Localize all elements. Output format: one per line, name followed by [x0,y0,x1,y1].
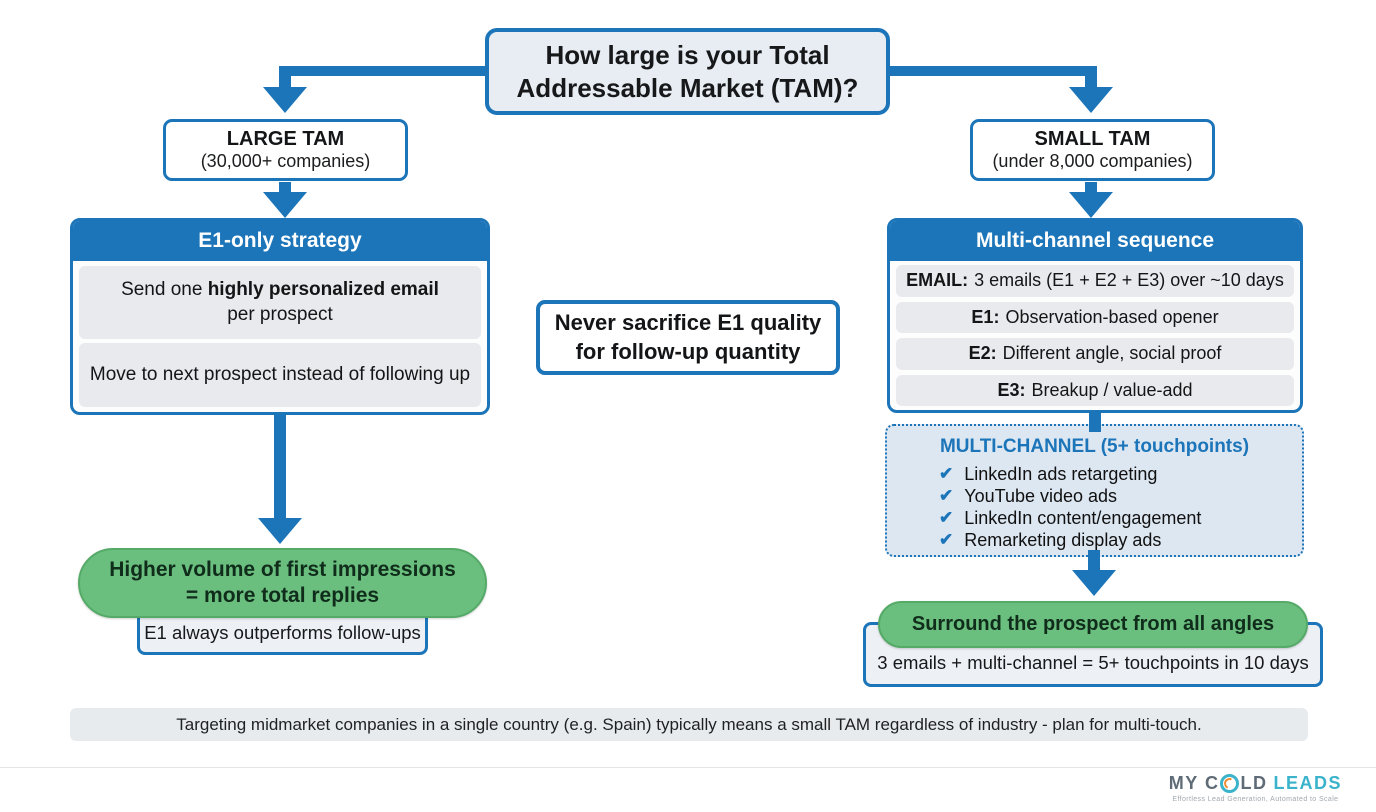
question-box: How large is your Total Addressable Mark… [485,28,890,115]
e1-row1-bold: highly personalized email [207,278,439,300]
sequence-row-e3-label: E3: [997,379,1026,400]
e1-panel-header: E1-only strategy [73,221,487,261]
touchpoint-item: ✔ LinkedIn content/engagement [939,507,1201,529]
e1-row1-line1: Send one highly personalized email [121,278,439,303]
brand-logo: MY C LD LEADS Effortless Lead Generation… [1169,773,1342,803]
multichannel-panel-header: Multi-channel sequence [890,221,1300,261]
multichannel-pill-text: Surround the prospect from all angles [911,613,1275,635]
large-tam-box: LARGE TAM (30,000+ companies) [163,119,408,181]
small-tam-title: SMALL TAM [1034,128,1151,151]
multichannel-result-note-text: 3 emails + multi-channel = 5+ touchpoint… [877,652,1309,673]
touchpoint-label: YouTube video ads [964,485,1118,506]
connector-e1-panel-to-result [274,413,286,520]
multichannel-result-pill: Surround the prospect from all angles [878,601,1308,648]
multichannel-touchpoints-list: ✔ LinkedIn ads retargeting ✔ YouTube vid… [939,463,1201,551]
question-line-2: Addressable Market (TAM)? [516,72,859,103]
arrowhead-large-tam-to-panel [263,192,307,218]
touchpoint-label: LinkedIn ads retargeting [964,463,1158,484]
logo-text-leads: LEADS [1273,773,1342,793]
e1-result-pill: Higher volume of first impressions = mor… [78,548,487,618]
sequence-row-e1: E1: Observation-based opener [896,301,1294,333]
e1-strategy-panel: E1-only strategy Send one highly persona… [70,218,490,415]
sequence-row-e2-label: E2: [968,343,997,364]
arrowhead-to-large-tam [263,87,307,113]
touchpoint-item: ✔ LinkedIn ads retargeting [939,463,1201,485]
sequence-row-email-label: EMAIL: [906,270,969,291]
center-note-box: Never sacrifice E1 quality for follow-up… [536,300,840,375]
sequence-row-email: EMAIL: 3 emails (E1 + E2 + E3) over ~10 … [896,265,1294,297]
brand-logo-wordmark: MY C LD LEADS [1169,773,1342,794]
arrowhead-multichannel-to-result [1072,570,1116,596]
e1-panel-body: Send one highly personalized email per p… [73,261,487,412]
connector-panel-to-multichannel [1089,410,1101,432]
logo-clock-o-icon [1220,774,1240,793]
question-line-1: How large is your Total [545,40,830,70]
center-note-line-1: Never sacrifice E1 quality [554,309,822,335]
e1-result-note-text: E1 always outperforms follow-ups [144,622,421,643]
small-tam-subtitle: (under 8,000 companies) [992,151,1193,172]
small-tam-box: SMALL TAM (under 8,000 companies) [970,119,1215,181]
touchpoint-item: ✔ Remarketing display ads [939,529,1201,551]
logo-text-ld: LD [1240,773,1268,793]
sequence-row-e2: E2: Different angle, social proof [896,338,1294,370]
check-icon: ✔ [939,464,954,483]
connector-top-left-horizontal [279,66,489,76]
footer-note-bar: Targeting midmarket companies in a singl… [70,708,1308,741]
sequence-row-e1-label: E1: [971,306,1000,327]
e1-row1-pre: Send one [121,278,203,300]
connector-top-right-horizontal [887,66,1097,76]
connector-top-left-vertical [279,66,291,88]
check-icon: ✔ [939,486,954,505]
connector-top-right-vertical [1085,66,1097,88]
check-icon: ✔ [939,530,954,549]
sequence-row-email-text: 3 emails (E1 + E2 + E3) over ~10 days [974,270,1284,291]
connector-multichannel-to-result [1088,550,1100,572]
multichannel-panel-body: EMAIL: 3 emails (E1 + E2 + E3) over ~10 … [890,261,1300,410]
e1-pill-line-1: Higher volume of first impressions [109,557,456,581]
sequence-row-e3: E3: Breakup / value-add [896,374,1294,406]
large-tam-subtitle: (30,000+ companies) [200,151,371,172]
e1-pill-line-2: = more total replies [185,584,380,607]
arrowhead-small-tam-to-panel [1069,192,1113,218]
e1-row1-line2: per prospect [227,303,333,325]
center-note-line-2: for follow-up quantity [575,338,801,364]
large-tam-title: LARGE TAM [226,128,345,151]
check-icon: ✔ [939,508,954,527]
sequence-row-e1-text: Observation-based opener [1005,306,1219,327]
touchpoint-label: LinkedIn content/engagement [964,507,1202,528]
logo-text-my-c: MY C [1168,773,1220,793]
e1-panel-row-1: Send one highly personalized email per p… [79,266,481,340]
touchpoint-label: Remarketing display ads [964,529,1162,550]
multichannel-touchpoints-title: MULTI-CHANNEL (5+ touchpoints) [939,436,1250,457]
e1-panel-row-2: Move to next prospect instead of followi… [79,343,481,407]
sequence-row-e2-text: Different angle, social proof [1002,343,1222,364]
arrowhead-e1-panel-to-result [258,518,302,544]
arrowhead-to-small-tam [1069,87,1113,113]
multichannel-sequence-panel: Multi-channel sequence EMAIL: 3 emails (… [887,218,1303,413]
multichannel-touchpoints-box: MULTI-CHANNEL (5+ touchpoints) ✔ LinkedI… [885,424,1304,557]
touchpoint-item: ✔ YouTube video ads [939,485,1201,507]
sequence-row-e3-text: Breakup / value-add [1031,379,1193,400]
footer-divider [0,767,1376,768]
brand-tagline: Effortless Lead Generation, Automated to… [1172,796,1339,803]
footer-note-text: Targeting midmarket companies in a singl… [176,714,1202,734]
